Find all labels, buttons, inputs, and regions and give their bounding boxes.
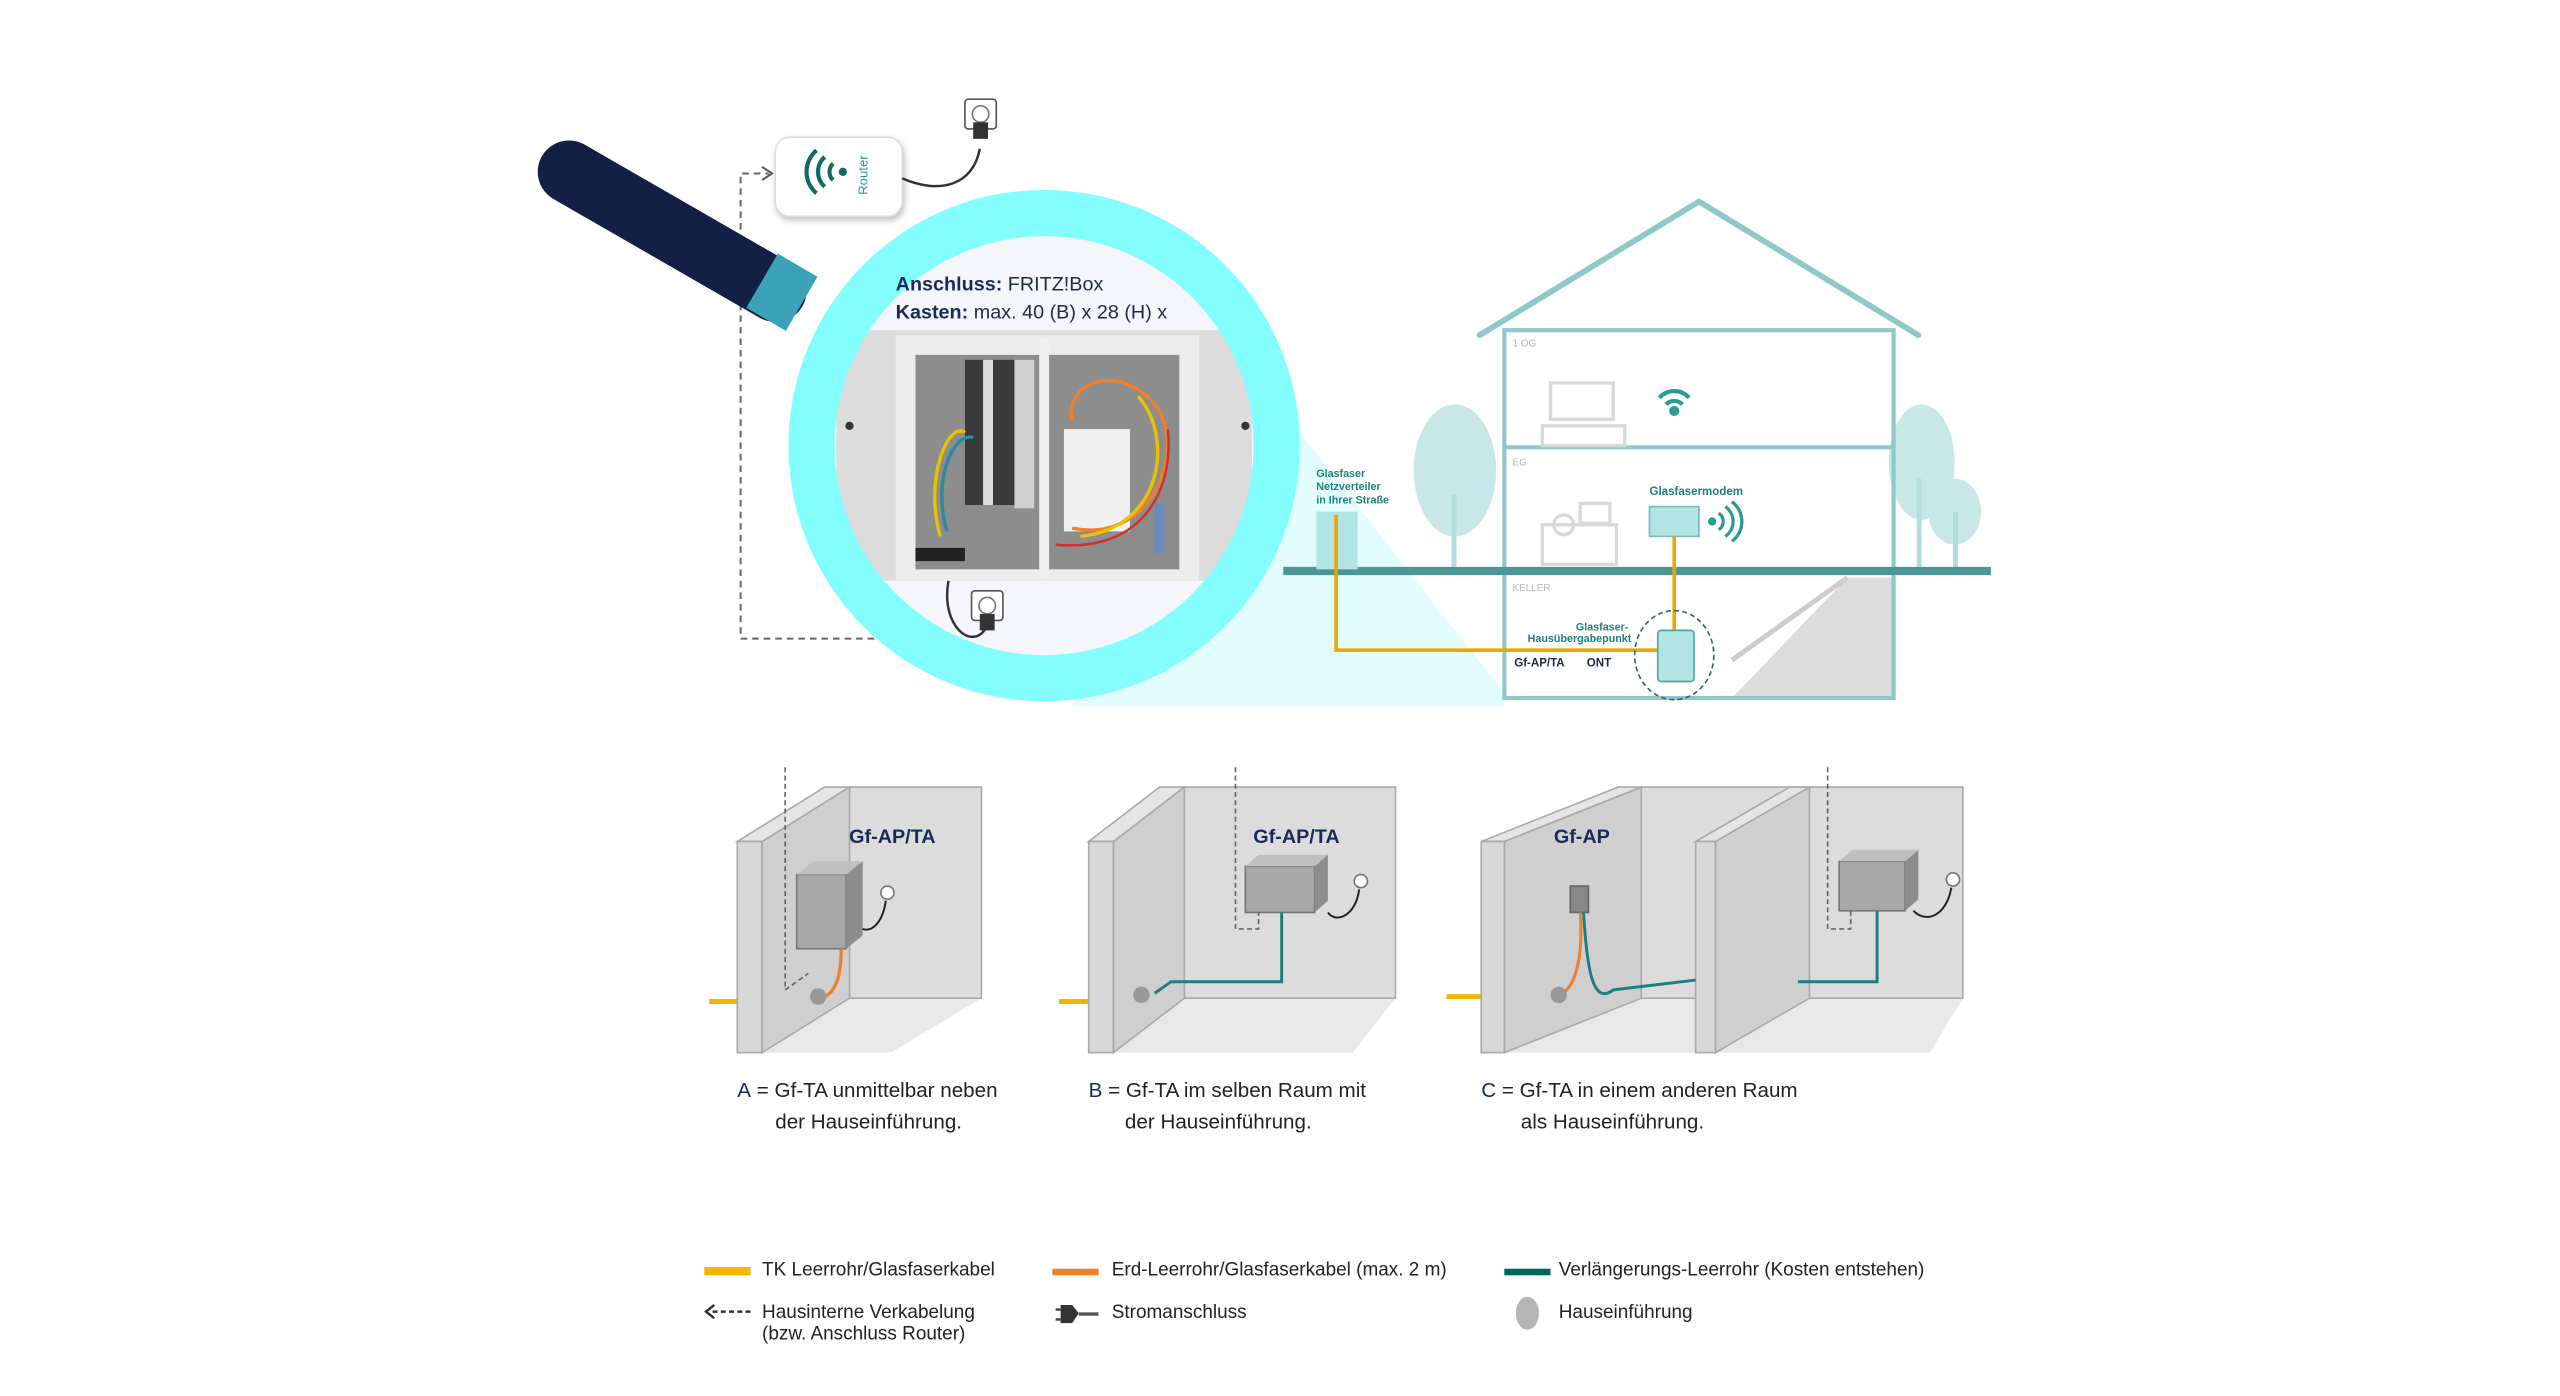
floor-label-keller: KELLER <box>1513 583 1551 594</box>
legend-item-power: Stromanschluss <box>1055 1302 1247 1324</box>
stairs <box>1731 577 1894 698</box>
floor-label-eg: EG <box>1513 457 1527 468</box>
legend-item-extension-conduit: Verlängerungs-Leerrohr (Kosten entstehen… <box>1504 1259 1924 1280</box>
legend-item-tk-cable: TK Leerrohr/Glasfaserkabel <box>704 1259 995 1280</box>
kasten-value: max. 40 (B) x 28 (H) x <box>974 302 1168 324</box>
svg-text:A = Gf-TA unmittelbar neben: A = Gf-TA unmittelbar neben <box>737 1079 997 1102</box>
magnifier: Anschluss: FRITZ!Box Kasten: max. 40 (B)… <box>537 140 1300 702</box>
magnifier-collar <box>746 253 818 331</box>
arrow-left-icon <box>703 1304 715 1320</box>
svg-text:(bzw. Anschluss Router): (bzw. Anschluss Router) <box>762 1324 965 1345</box>
svg-text:Verlängerungs-Leerrohr (Kosten: Verlängerungs-Leerrohr (Kosten entstehen… <box>1559 1259 1925 1280</box>
legend-item-house-entry: Hauseinführung <box>1515 1296 1693 1330</box>
house-entry-icon <box>809 988 827 1005</box>
scenario-b-caption: = Gf-TA im selben Raum mit <box>1108 1079 1366 1102</box>
legend-swatch <box>1052 1268 1099 1276</box>
magnifier-lens-ring <box>788 189 1300 702</box>
svg-text:Hauseinführung: Hauseinführung <box>1559 1302 1693 1323</box>
modem-label: Glasfasermodem <box>1649 486 1743 498</box>
handover-label: Glasfaser- Hausübergabepunkt <box>1528 621 1632 645</box>
svg-text:Stromanschluss: Stromanschluss <box>1112 1302 1247 1323</box>
scenario-a-letter: A <box>737 1079 751 1102</box>
svg-text:B = Gf-TA im selben Raum mit: B = Gf-TA im selben Raum mit <box>1089 1079 1367 1102</box>
scenario-c-caption: = Gf-TA in einem anderen Raum <box>1502 1079 1798 1102</box>
anschluss-value: FRITZ!Box <box>1008 274 1104 296</box>
scenario-b: Gf-AP/TA B = Gf-TA im selben Raum mit de… <box>1058 767 1397 1134</box>
internal-cabling-line <box>739 172 875 640</box>
svg-text:TK Leerrohr/Glasfaserkabel: TK Leerrohr/Glasfaserkabel <box>762 1259 995 1280</box>
tree-icon <box>1413 404 1982 570</box>
kasten-label: Kasten: <box>896 302 969 324</box>
svg-text:Hausinterne Verkabelung: Hausinterne Verkabelung <box>762 1302 975 1323</box>
scenario-a-caption-line2: der Hauseinführung. <box>775 1111 962 1134</box>
power-socket-icon <box>970 589 1004 631</box>
scenario-b-box-label: Gf-AP/TA <box>1253 826 1339 848</box>
power-socket-icon <box>879 885 895 901</box>
computer-icon <box>1540 381 1627 567</box>
scenario-a-box-label: Gf-AP/TA <box>849 826 935 848</box>
power-cable <box>901 148 982 188</box>
router-card: Router <box>774 136 904 218</box>
signal-icon <box>1708 500 1744 543</box>
legend-swatch <box>1504 1268 1551 1276</box>
legend-item-internal-cabling: Hausinterne Verkabelung (bzw. Anschluss … <box>703 1302 975 1345</box>
power-socket-icon <box>964 98 998 139</box>
router-label: Router <box>856 155 871 195</box>
scenario-c-caption-line2: als Hauseinführung. <box>1521 1111 1704 1134</box>
svg-text:C = Gf-TA in einem anderen Rau: C = Gf-TA in einem anderen Raum <box>1481 1079 1797 1102</box>
scenario-c: Gf-AP C = Gf-TA in einem anderen Raum al… <box>1446 767 1964 1134</box>
power-socket-icon <box>1945 872 1961 887</box>
street-distributor-label: Glasfaser Netzverteiler in Ihrer Straße <box>1316 468 1389 506</box>
fiber-modem <box>1648 505 1700 538</box>
svg-text:Anschluss: FRITZ!Box: Anschluss: FRITZ!Box <box>896 274 1104 296</box>
house-entry-icon <box>1133 986 1150 1004</box>
legend: TK Leerrohr/Glasfaserkabel Erd-Leerrohr/… <box>703 1259 1924 1345</box>
house-cross-section: 1 OG EG KELLER Glasfasermodem Glasfaser … <box>1283 198 1991 701</box>
ont-box <box>1656 629 1695 683</box>
fiber-cable <box>1334 514 1663 652</box>
gfap-ta-label: Gf-AP/TA <box>1514 658 1565 670</box>
wifi-icon <box>804 148 848 195</box>
scenario-a: Gf-AP/TA A = Gf-TA unmittelbar neben der… <box>709 767 998 1134</box>
magnifier-handle <box>537 140 807 322</box>
legend-swatch <box>704 1267 751 1276</box>
svg-text:Kasten: max. 40 (B) x 28 (H) x: Kasten: max. 40 (B) x 28 (H) x <box>896 302 1168 324</box>
scenario-c-letter: C <box>1481 1079 1496 1102</box>
handover-point-marker <box>1633 609 1715 701</box>
anschluss-label: Anschluss: <box>896 274 1003 296</box>
plug-icon <box>1055 1305 1099 1324</box>
scenario-b-caption-line2: der Hauseinführung. <box>1125 1111 1312 1134</box>
house-entry-icon <box>1550 986 1568 1004</box>
power-socket-icon <box>1353 873 1369 889</box>
house-entry-icon <box>1515 1296 1539 1330</box>
arrow-icon <box>761 166 774 181</box>
floor-label-1og: 1 OG <box>1513 339 1537 350</box>
connection-cabinet <box>836 330 1252 581</box>
wifi-icon <box>1657 389 1691 417</box>
ont-label: ONT <box>1587 658 1611 670</box>
scenario-b-letter: B <box>1089 1079 1103 1102</box>
scenario-c-box-label: Gf-AP <box>1554 826 1610 848</box>
legend-item-earth-cable: Erd-Leerrohr/Glasfaserkabel (max. 2 m) <box>1052 1259 1447 1280</box>
svg-text:Erd-Leerrohr/Glasfaserkabel (m: Erd-Leerrohr/Glasfaserkabel (max. 2 m) <box>1112 1259 1447 1280</box>
roof <box>1476 198 1922 339</box>
scenario-a-caption: = Gf-TA unmittelbar neben <box>757 1079 998 1102</box>
